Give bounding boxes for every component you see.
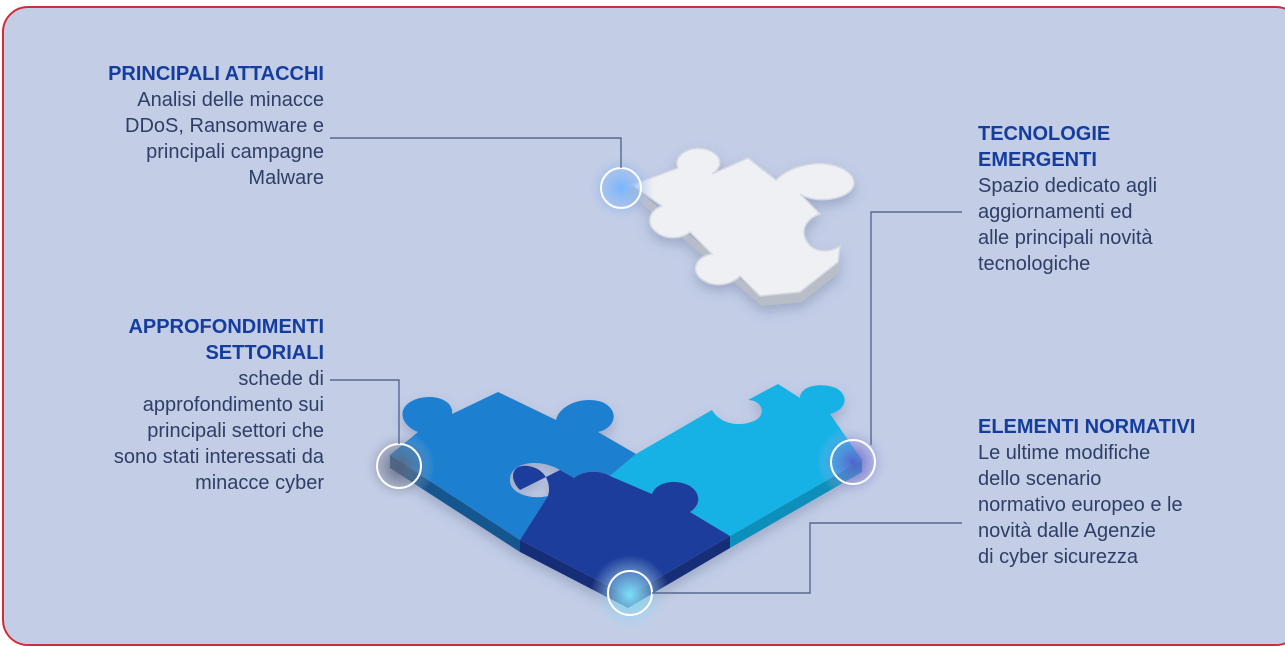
section-title: ELEMENTI NORMATIVI [978,414,1278,440]
white-piece-top [632,148,854,296]
glow-normativi [590,555,670,635]
white-puzzle-piece [632,148,854,306]
connector-attacchi [330,138,621,168]
section-body: Spazio dedicato agli aggiornamenti ed al… [978,173,1278,277]
section-body: schede di approfondimento sui principali… [10,366,324,496]
glow-tecnologie [817,426,889,498]
section-title: PRINCIPALI ATTACCHI [20,61,324,87]
section-elementi-normativi: ELEMENTI NORMATIVI Le ultime modifiche d… [978,414,1278,570]
section-title: APPROFONDIMENTI SETTORIALI [10,314,324,366]
section-body: Analisi delle minacce DDoS, Ransomware e… [20,87,324,191]
section-body: Le ultime modifiche dello scenario norma… [978,440,1278,570]
section-title: TECNOLOGIE EMERGENTI [978,121,1278,173]
section-principali-attacchi: PRINCIPALI ATTACCHI Analisi delle minacc… [20,61,324,191]
section-tecnologie-emergenti: TECNOLOGIE EMERGENTI Spazio dedicato agl… [978,121,1278,277]
connector-tecnologie [871,212,962,445]
section-approfondimenti-settoriali: APPROFONDIMENTI SETTORIALI schede di app… [10,314,324,496]
